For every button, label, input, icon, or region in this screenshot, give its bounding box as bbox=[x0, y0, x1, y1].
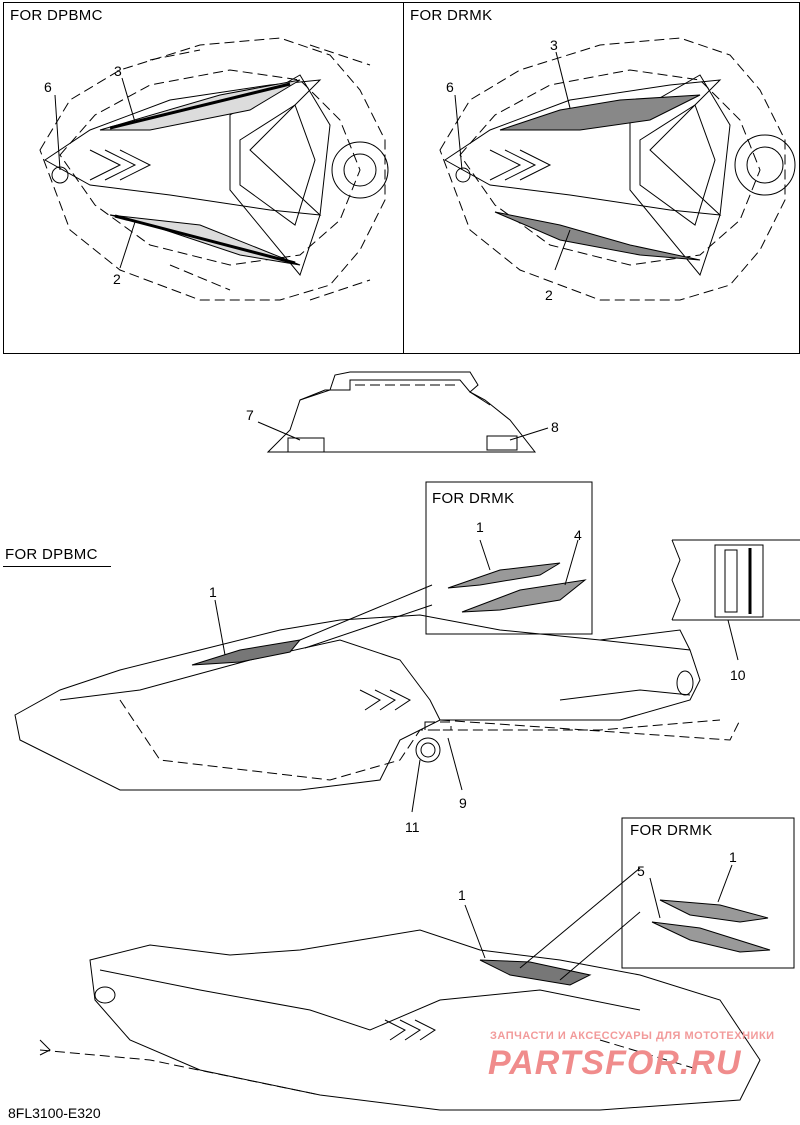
lower-inset-drawing bbox=[621, 817, 795, 969]
callout-label: 1 bbox=[458, 887, 466, 903]
callout-label: 5 bbox=[637, 863, 645, 879]
watermark-tagline: ЗАПЧАСТИ И АКСЕССУАРЫ ДЛЯ МОТОТЕХНИКИ bbox=[490, 1030, 775, 1042]
callout-label: 1 bbox=[729, 849, 737, 865]
hood-top-view-right bbox=[439, 37, 796, 301]
callout-label: 3 bbox=[114, 63, 122, 79]
diagram-code: 8FL3100-E320 bbox=[8, 1105, 101, 1121]
callout-label: 1 bbox=[209, 584, 217, 600]
inset-title: FOR DRMK bbox=[630, 822, 713, 839]
inset-title: FOR DRMK bbox=[432, 490, 515, 507]
lower-view-drawing bbox=[39, 867, 761, 1111]
top-left-panel: FOR DPBMC bbox=[3, 2, 404, 354]
side-inset-drawing bbox=[425, 481, 593, 635]
panel-title: FOR DPBMC bbox=[10, 7, 103, 24]
callout-label: 6 bbox=[446, 79, 454, 95]
callout-label: 2 bbox=[113, 271, 121, 287]
callout-label: 8 bbox=[551, 419, 559, 435]
hood-top-view-left bbox=[39, 37, 389, 301]
callout-label: 1 bbox=[476, 519, 484, 535]
side-view-drawing bbox=[14, 539, 800, 813]
callout-label: 7 bbox=[246, 407, 254, 423]
callout-label: 3 bbox=[550, 37, 558, 53]
callout-label: 4 bbox=[574, 527, 582, 543]
callout-label: 9 bbox=[459, 795, 467, 811]
callout-label: 2 bbox=[545, 287, 553, 303]
callout-label: 10 bbox=[730, 667, 746, 683]
watermark-logo: PARTSFOR.RU bbox=[488, 1044, 742, 1082]
rear-view-drawing bbox=[257, 371, 549, 453]
callout-label: 6 bbox=[44, 79, 52, 95]
callout-label: 11 bbox=[405, 819, 420, 835]
panel-title: FOR DRMK bbox=[410, 7, 493, 24]
section-title-underline bbox=[3, 566, 111, 567]
section-title: FOR DPBMC bbox=[5, 546, 98, 563]
